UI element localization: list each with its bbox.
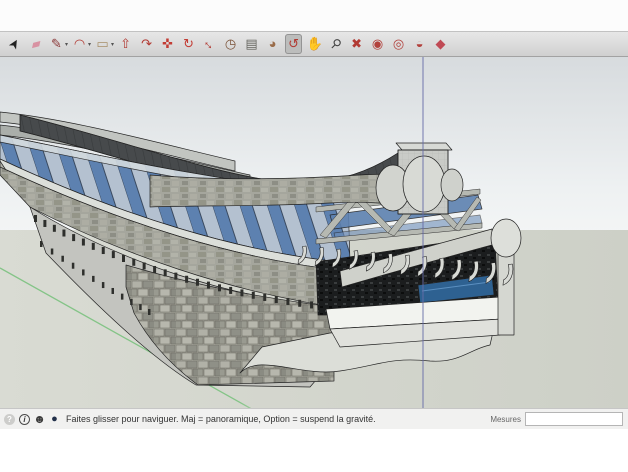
info-icon[interactable]: i (19, 414, 30, 425)
tool-scale-icon[interactable]: ↔ (201, 34, 218, 54)
tool-look-around-icon[interactable]: ◎ (390, 34, 407, 54)
ridge-cylinder-end (403, 156, 445, 212)
measurements-label: Mesures (490, 415, 521, 424)
tool-walk-icon[interactable]: ◒ (411, 34, 428, 54)
tool-model-library-icon[interactable]: ◆ (432, 34, 449, 54)
connection-status-icon[interactable]: ● (49, 414, 60, 425)
tool-line-icon[interactable]: ✎ (48, 34, 65, 54)
help-icon[interactable]: ? (4, 414, 15, 425)
tool-orbit-icon[interactable]: ↺ (285, 34, 302, 54)
tool-arc-icon[interactable]: ◠ (71, 34, 88, 54)
tool-zoom-extents-icon[interactable]: ✖ (348, 34, 365, 54)
dropdown-caret-line[interactable]: ▾ (65, 41, 68, 48)
tool-eraser-icon[interactable]: ▰ (27, 34, 44, 54)
model-canvas[interactable] (0, 57, 628, 408)
tool-paint-bucket-icon[interactable]: ◕ (264, 34, 281, 54)
measurements-box: Mesures (490, 412, 628, 426)
tool-pan-icon[interactable]: ✋ (306, 34, 323, 54)
tool-follow-me-icon[interactable]: ↷ (138, 34, 155, 54)
tool-move-icon[interactable]: ✜ (159, 34, 176, 54)
tool-select-icon[interactable]: ➤ (6, 34, 23, 54)
titlebar-area (0, 0, 628, 31)
status-bar: ? i ☻ ● Faites glisser pour naviguer. Maj =… (0, 408, 628, 429)
statusbar-icons: ? i ☻ ● (0, 414, 66, 425)
tool-position-camera-icon[interactable]: ◉ (369, 34, 386, 54)
user-credit-icon[interactable]: ☻ (34, 414, 45, 425)
screenshot-margin (0, 429, 628, 472)
tool-rectangle-icon[interactable]: ▭ (94, 34, 111, 54)
dropdown-caret-arc[interactable]: ▾ (88, 41, 91, 48)
tool-zoom-icon[interactable]: ⚲ (327, 34, 344, 54)
viewport-3d[interactable] (0, 57, 628, 408)
tool-text-icon[interactable]: ▤ (243, 34, 260, 54)
tool-rotate-icon[interactable]: ↻ (180, 34, 197, 54)
toolbar: ➤▰✎▾◠▾▭▾⇧↷✜↻↔◷▤◕↺✋⚲✖◉◎◒◆ (0, 31, 628, 57)
eave-end-cylinder (491, 219, 521, 257)
status-hint: Faites glisser pour naviguer. Maj = pano… (66, 414, 376, 424)
dropdown-caret-rectangle[interactable]: ▾ (111, 41, 114, 48)
tool-tape-measure-icon[interactable]: ◷ (222, 34, 239, 54)
measurements-input[interactable] (525, 412, 623, 426)
tool-push-pull-icon[interactable]: ⇧ (117, 34, 134, 54)
